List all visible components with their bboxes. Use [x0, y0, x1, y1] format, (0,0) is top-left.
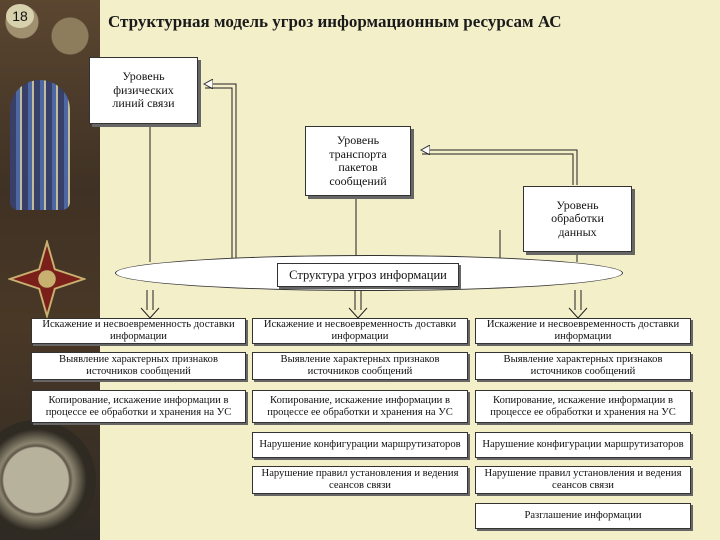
transport-level-box: Уровень транспорта пакетов сообщений — [305, 126, 411, 196]
medal-ribbon-decoration — [10, 80, 70, 210]
threat-col3-item2: Выявление характерных признаков источник… — [475, 352, 691, 380]
threat-col2-item3: Копирование, искажение информации в проц… — [252, 390, 468, 423]
compass-decoration — [0, 420, 96, 540]
threat-col3-item5: Нарушение правил установления и ведения … — [475, 466, 691, 494]
slide-number: 18 — [6, 4, 34, 28]
physical-level-box: Уровень физических линий связи — [89, 57, 198, 124]
threat-col2-item5: Нарушение правил установления и ведения … — [252, 466, 468, 494]
threat-col1-item2: Выявление характерных признаков источник… — [31, 352, 246, 380]
order-cross-decoration — [8, 240, 86, 318]
page-title: Структурная модель угроз информационным … — [108, 12, 562, 31]
threat-col2-item2: Выявление характерных признаков источник… — [252, 352, 468, 380]
threat-col2-item4: Нарушение конфигурации маршрутизаторов — [252, 432, 468, 458]
threat-col3-item3: Копирование, искажение информации в проц… — [475, 390, 691, 423]
threat-col1-item1: Искажение и несвоевременность доставки и… — [31, 318, 246, 344]
threat-col3-item1: Искажение и несвоевременность доставки и… — [475, 318, 691, 344]
physical-level-label: Уровень физических линий связи — [112, 69, 175, 111]
processing-level-box: Уровень обработки данных — [523, 186, 632, 252]
decorative-side-image — [0, 0, 100, 540]
transport-level-label: Уровень транспорта пакетов сообщений — [329, 133, 387, 188]
processing-level-label: Уровень обработки данных — [551, 197, 604, 239]
threat-col3-item6: Разглашение информации — [475, 503, 691, 529]
threat-col3-item4: Нарушение конфигурации маршрутизаторов — [475, 432, 691, 458]
threat-col2-item1: Искажение и несвоевременность доставки и… — [252, 318, 468, 344]
threat-structure-label: Структура угроз информации — [277, 263, 459, 287]
threat-col1-item3: Копирование, искажение информации в проц… — [31, 390, 246, 423]
